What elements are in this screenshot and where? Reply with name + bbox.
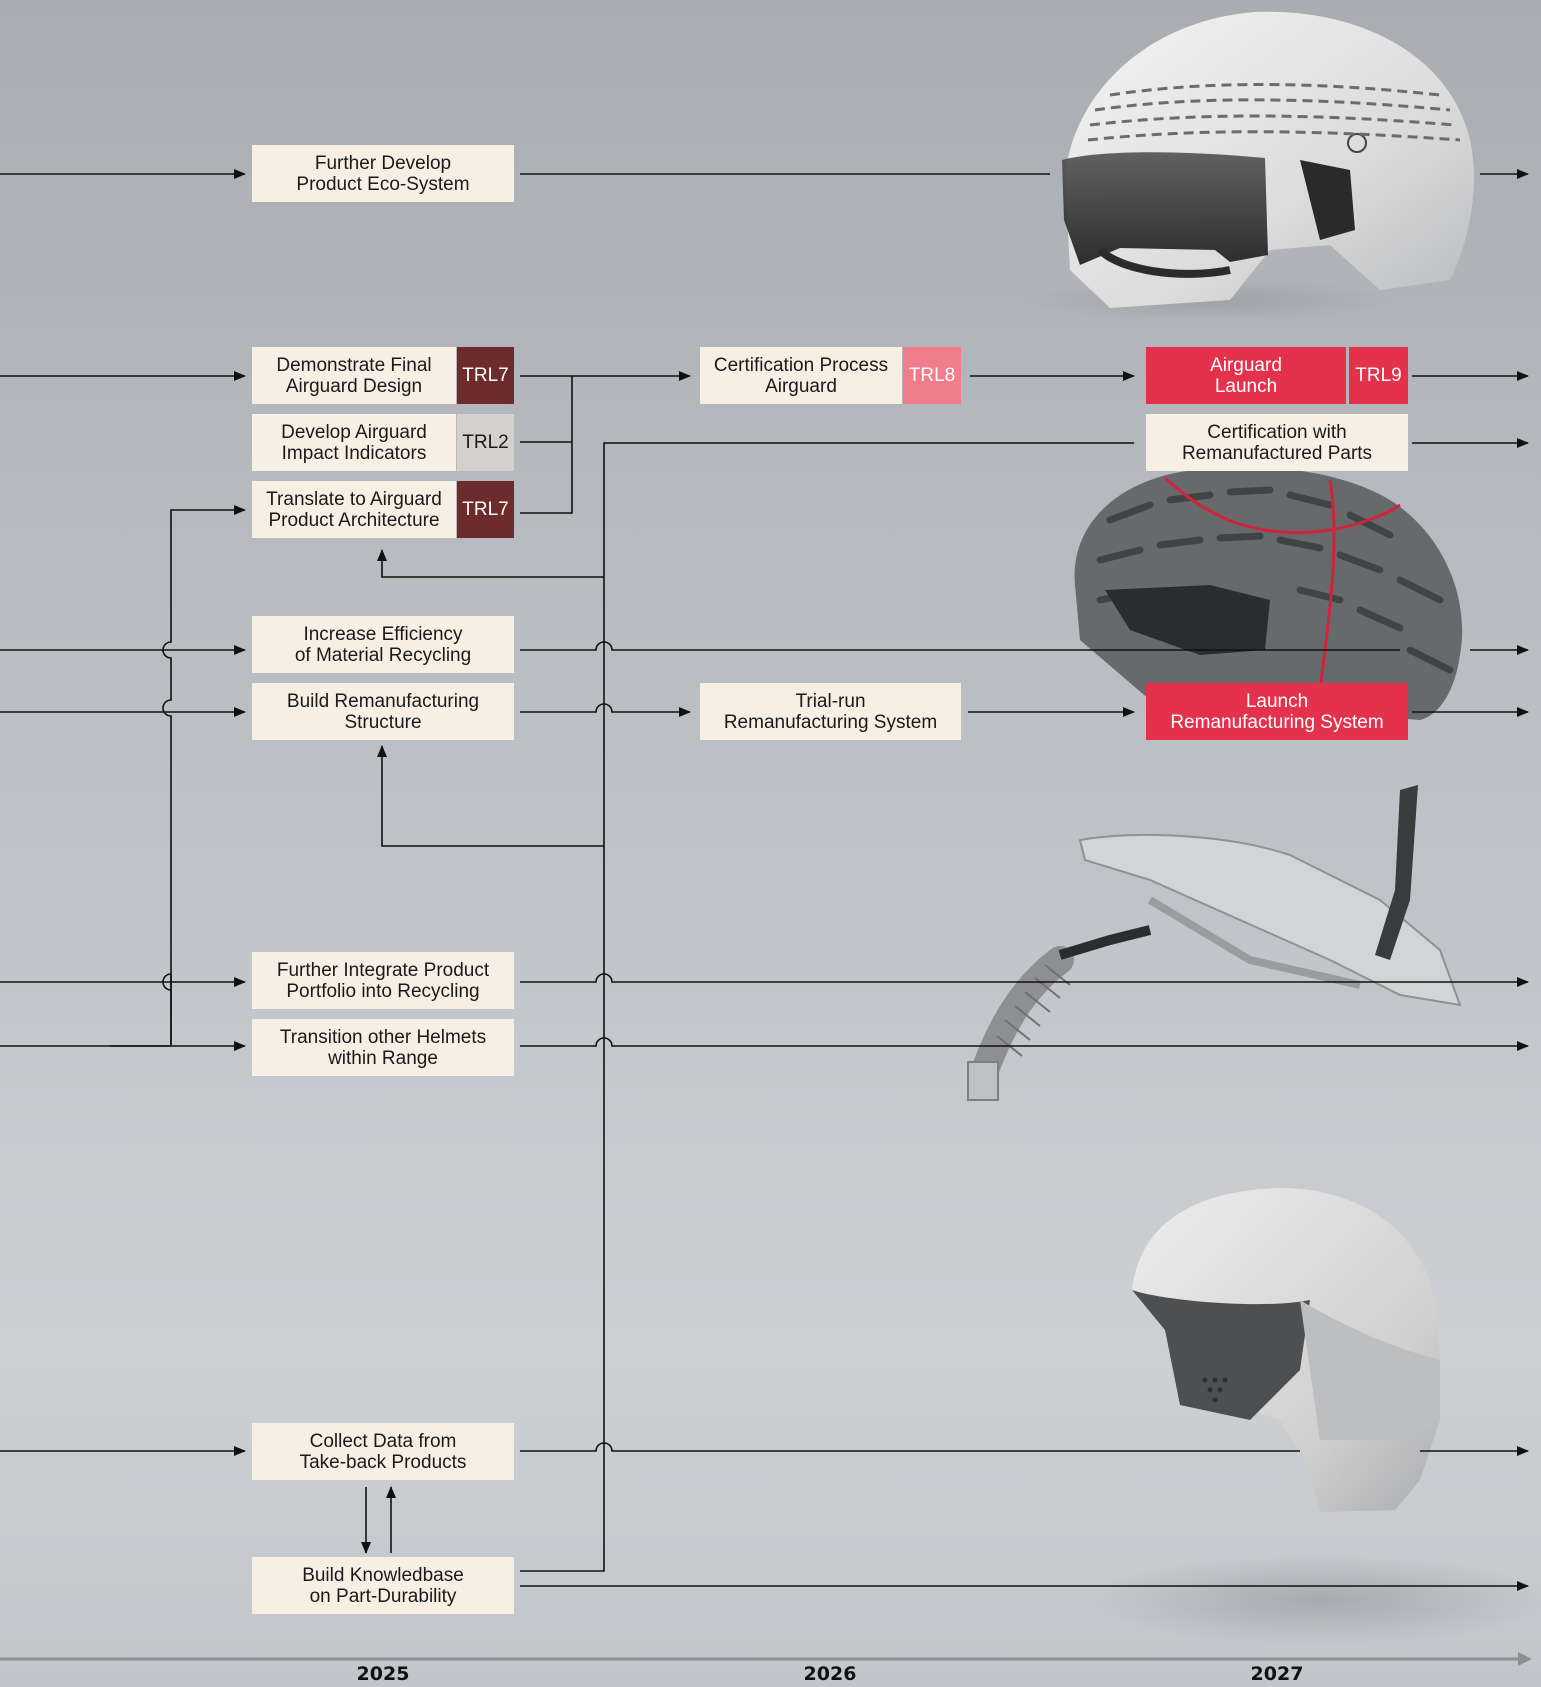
helmet-strap-photo bbox=[967, 785, 1462, 1101]
develop-indicators-box: Develop Airguard Impact Indicators bbox=[252, 414, 456, 471]
box-line: Airguard bbox=[1210, 354, 1282, 376]
box-line: Launch bbox=[1214, 375, 1278, 397]
box-line: Build Knowledbase bbox=[302, 1564, 464, 1586]
launch-remanufacturing-box: Launch Remanufacturing System bbox=[1146, 683, 1408, 740]
box-line: Further Integrate Product bbox=[276, 959, 490, 981]
certification-remanufactured-box: Certification with Remanufactured Parts bbox=[1146, 414, 1408, 471]
box-line: Product Architecture bbox=[268, 509, 440, 531]
box-line: Airguard bbox=[765, 375, 837, 397]
box-line: Launch bbox=[1245, 690, 1309, 712]
box-line: Remanufacturing System bbox=[723, 711, 938, 733]
box-line: Certification with bbox=[1207, 421, 1347, 443]
translate-architecture-box: Translate to Airguard Product Architectu… bbox=[252, 481, 456, 538]
further-develop-box: Further Develop Product Eco-System bbox=[252, 145, 514, 202]
box-line: Build Remanufacturing bbox=[286, 690, 480, 712]
trl-badge: TRL7 bbox=[457, 481, 514, 538]
box-line: Take-back Products bbox=[299, 1451, 467, 1473]
trl-badge: TRL2 bbox=[457, 414, 514, 471]
box-line: Demonstrate Final bbox=[276, 354, 432, 376]
timeline-axis bbox=[0, 1652, 1532, 1666]
visor-helmet-photo bbox=[1020, 11, 1474, 322]
trl-badge: TRL9 bbox=[1349, 347, 1408, 404]
trl-badge: TRL8 bbox=[903, 347, 961, 404]
box-line: Impact Indicators bbox=[281, 442, 427, 464]
box-line: Further Develop bbox=[314, 152, 452, 174]
ski-helmet-photo bbox=[1090, 1188, 1541, 1645]
demonstrate-design-box: Demonstrate Final Airguard Design bbox=[252, 347, 456, 404]
box-line: Develop Airguard bbox=[281, 421, 427, 443]
box-line: Trial-run bbox=[795, 690, 866, 712]
box-line: Product Eco-System bbox=[296, 173, 470, 195]
increase-efficiency-box: Increase Efficiency of Material Recyclin… bbox=[252, 616, 514, 673]
build-remanufacturing-box: Build Remanufacturing Structure bbox=[252, 683, 514, 740]
transition-helmets-box: Transition other Helmets within Range bbox=[252, 1019, 514, 1076]
box-line: Transition other Helmets bbox=[279, 1026, 487, 1048]
build-knowledgebase-box: Build Knowledbase on Part-Durability bbox=[252, 1557, 514, 1614]
box-line: Certification Process bbox=[713, 354, 889, 376]
further-integrate-box: Further Integrate Product Portfolio into… bbox=[252, 952, 514, 1009]
airguard-launch-box: Airguard Launch bbox=[1146, 347, 1346, 404]
year-label-2026: 2026 bbox=[803, 1663, 857, 1685]
helmet-liner-photo bbox=[1074, 467, 1463, 720]
box-line: Increase Efficiency bbox=[303, 623, 463, 645]
certification-process-box: Certification Process Airguard bbox=[700, 347, 902, 404]
box-line: within Range bbox=[328, 1047, 438, 1069]
box-line: of Material Recycling bbox=[294, 644, 472, 666]
box-line: on Part-Durability bbox=[309, 1585, 457, 1607]
connector-lines bbox=[0, 169, 1529, 1591]
box-line: Remanufacturing System bbox=[1170, 711, 1384, 733]
trial-run-box: Trial-run Remanufacturing System bbox=[700, 683, 961, 740]
trl-badge: TRL7 bbox=[457, 347, 514, 404]
box-line: Airguard Design bbox=[285, 375, 423, 397]
box-line: Remanufactured Parts bbox=[1181, 442, 1373, 464]
box-line: Collect Data from bbox=[309, 1430, 457, 1452]
year-label-2027: 2027 bbox=[1250, 1663, 1304, 1685]
year-label-2025: 2025 bbox=[356, 1663, 410, 1685]
box-line: Portfolio into Recycling bbox=[286, 980, 480, 1002]
box-line: Translate to Airguard bbox=[266, 488, 442, 510]
box-line: Structure bbox=[344, 711, 422, 733]
collect-data-box: Collect Data from Take-back Products bbox=[252, 1423, 514, 1480]
